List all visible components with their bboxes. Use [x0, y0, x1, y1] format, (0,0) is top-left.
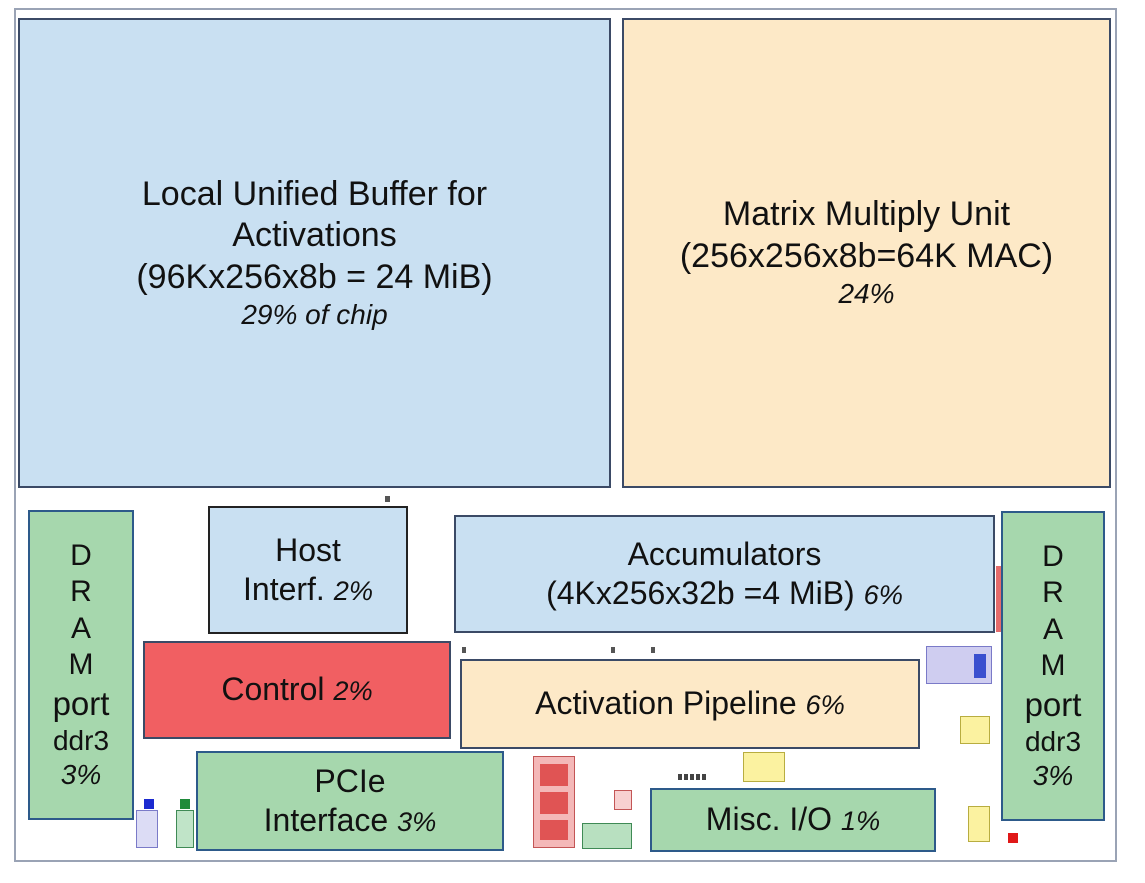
host-interface-line2: Interf. — [243, 571, 325, 607]
misc-label-wrap: Misc. I/O 1% — [706, 800, 880, 839]
small-green-square — [180, 799, 190, 809]
small-connector-3 — [611, 647, 615, 653]
dram-right-port: port — [1024, 685, 1082, 723]
host-interface-line1: Host — [275, 531, 341, 568]
chip-floorplan: Local Unified Buffer for Activations (96… — [14, 8, 1117, 862]
accumulators-title: Accumulators — [627, 535, 822, 572]
dram-left-letter-m: M — [68, 648, 94, 682]
dram-right-letter-m: M — [1040, 649, 1066, 683]
accumulators-spec: (4Kx256x32b =4 MiB) — [546, 575, 855, 611]
accumulators-share: 6% — [863, 579, 903, 610]
dram-left-port: port — [52, 684, 110, 722]
unified-buffer-share: 29% of chip — [241, 299, 388, 331]
matrix-multiply-title: Matrix Multiply Unit — [722, 195, 1011, 234]
small-yellow-macro-3 — [968, 806, 990, 842]
dram-left-letter-a: A — [70, 611, 91, 645]
small-red-edge-strip — [996, 566, 1001, 632]
matrix-multiply-block: Matrix Multiply Unit (256x256x8b=64K MAC… — [622, 18, 1111, 488]
pcie-share: 3% — [397, 806, 437, 837]
unified-buffer-title-line1: Local Unified Buffer for — [141, 174, 488, 213]
misc-share: 1% — [840, 805, 881, 837]
misc-io-block: Misc. I/O 1% — [650, 788, 936, 852]
host-interface-share: 2% — [333, 575, 373, 606]
pcie-line2-wrap: Interface 3% — [264, 801, 437, 840]
control-label: Control — [221, 671, 325, 708]
activation-label: Activation Pipeline — [535, 685, 797, 722]
small-green-macro-left — [176, 810, 194, 848]
control-share: 2% — [333, 675, 373, 707]
small-red-cache-cell-1 — [540, 764, 568, 786]
dram-right-letter-a: A — [1042, 612, 1063, 646]
dram-left-letter-d: D — [70, 538, 92, 572]
pcie-line2: Interface — [263, 802, 389, 838]
accumulators-block: Accumulators (4Kx256x32b =4 MiB) 6% — [454, 515, 995, 633]
small-green-macro — [582, 823, 632, 849]
small-red-cache-cell-2 — [540, 792, 568, 814]
small-connector-4 — [651, 647, 655, 653]
small-red-cache-cell-3 — [540, 820, 568, 840]
dram-right-letter-r: R — [1042, 576, 1064, 610]
host-interface-block: Host Interf. 2% — [208, 506, 408, 634]
small-connector-1 — [385, 496, 390, 502]
control-label-wrap: Control 2% — [221, 670, 372, 709]
dram-left-letter-r: R — [70, 575, 92, 609]
small-connector-2 — [462, 647, 466, 653]
dram-port-left-block: D R A M port ddr3 3% — [28, 510, 134, 820]
dram-left-share: 3% — [60, 759, 102, 791]
host-interface-line2-wrap: Interf. 2% — [243, 570, 373, 609]
unified-buffer-block: Local Unified Buffer for Activations (96… — [18, 18, 611, 488]
accumulators-spec-wrap: (4Kx256x32b =4 MiB) 6% — [546, 574, 903, 613]
control-block: Control 2% — [143, 641, 451, 739]
small-blue-bars — [974, 654, 986, 678]
dram-right-letter-d: D — [1042, 539, 1064, 573]
dram-port-right-block: D R A M port ddr3 3% — [1001, 511, 1105, 821]
activation-pipeline-block: Activation Pipeline 6% — [460, 659, 920, 749]
activation-share: 6% — [805, 689, 845, 721]
small-blue-square — [144, 799, 154, 809]
misc-label: Misc. I/O — [705, 801, 833, 838]
dram-right-share: 3% — [1032, 760, 1074, 792]
small-yellow-macro-1 — [960, 716, 990, 744]
pcie-line1: PCIe — [314, 762, 386, 799]
dram-right-type: ddr3 — [1024, 726, 1082, 758]
small-lavender-macro-left — [136, 810, 158, 848]
pcie-interface-block: PCIe Interface 3% — [196, 751, 504, 851]
matrix-multiply-share: 24% — [838, 278, 895, 310]
small-red-square — [1008, 833, 1018, 843]
small-pad-row — [678, 774, 708, 780]
matrix-multiply-spec: (256x256x8b=64K MAC) — [679, 236, 1054, 275]
unified-buffer-spec: (96Kx256x8b = 24 MiB) — [136, 257, 493, 296]
unified-buffer-title-line2: Activations — [232, 216, 397, 255]
small-pink-macro — [614, 790, 632, 810]
activation-label-wrap: Activation Pipeline 6% — [535, 684, 845, 723]
small-yellow-macro-2 — [743, 752, 785, 782]
dram-left-type: ddr3 — [52, 725, 110, 757]
